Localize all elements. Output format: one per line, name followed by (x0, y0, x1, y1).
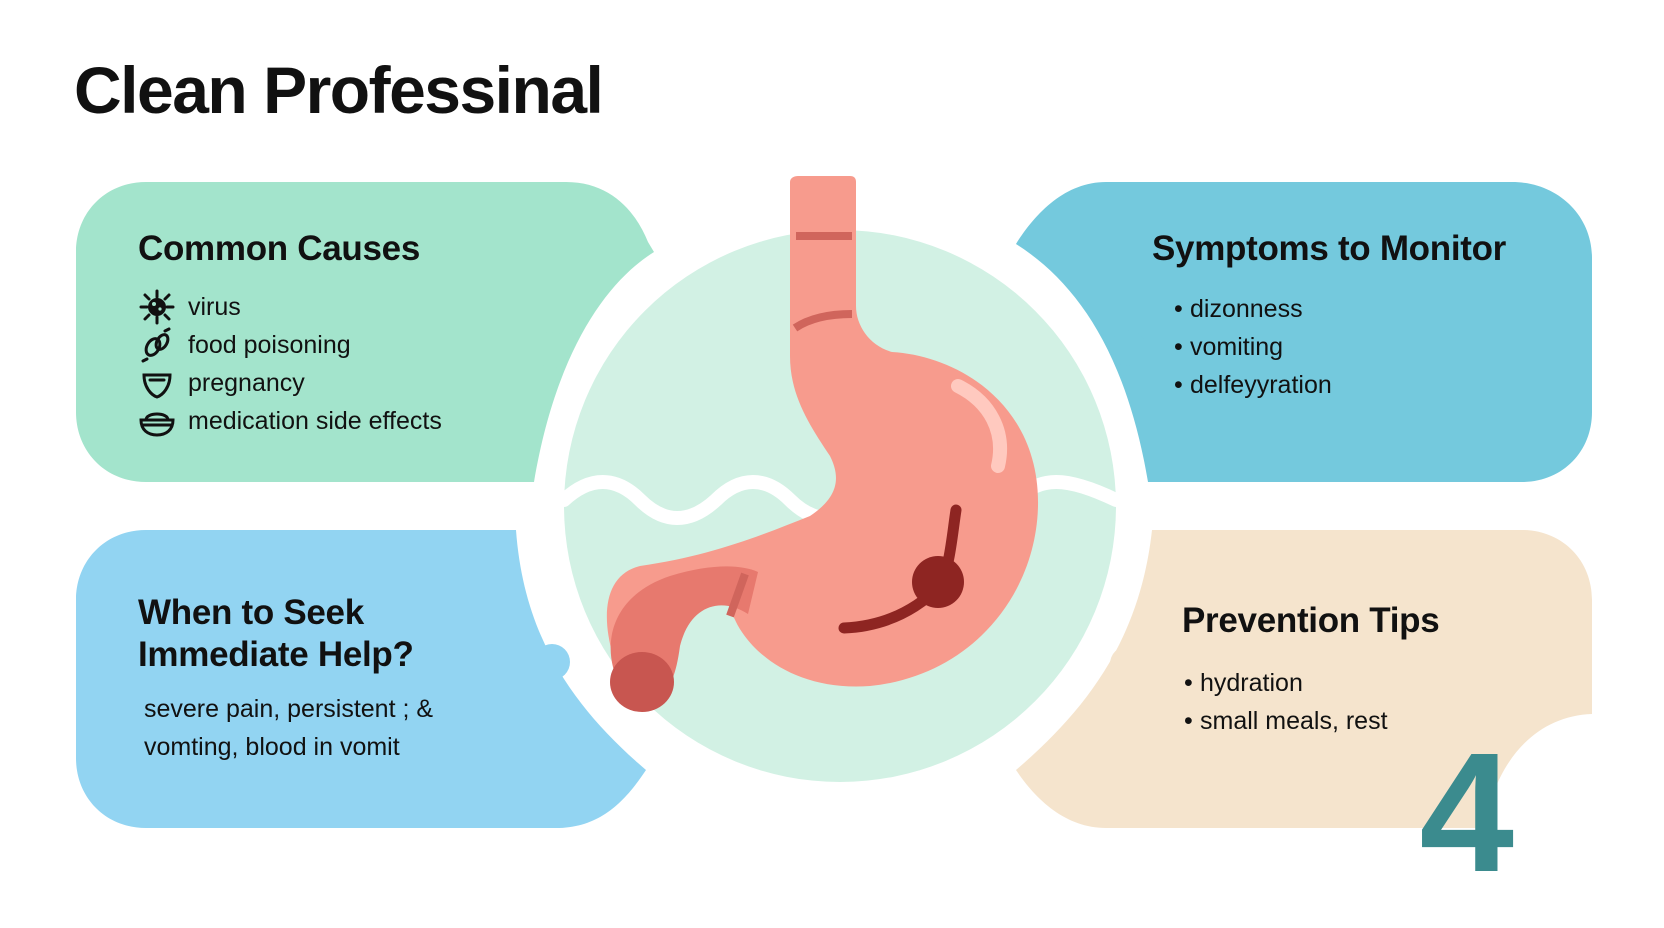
cause-label: food poisoning (188, 330, 351, 359)
cause-label: pregnancy (188, 368, 305, 397)
symptoms-panel-shape (1016, 182, 1592, 482)
stomach-illustration (540, 176, 1140, 811)
list-item: pregnancy (138, 364, 538, 402)
pregnancy-icon (138, 366, 176, 400)
prevention-title: Prevention Tips (1182, 601, 1440, 640)
pill-bowl-icon (138, 404, 176, 438)
symptoms-panel: Symptoms to Monitor •dizonness •vomiting… (1016, 182, 1592, 482)
list-item: food poisoning (138, 326, 538, 364)
help-text-line1: severe pain, persistent ; & (144, 695, 434, 723)
prevention-list: •hydration •small meals, rest (1182, 664, 1562, 740)
help-text-line2: vomting, blood in vomit (144, 733, 400, 761)
bacteria-icon (138, 327, 176, 363)
list-item: virus (138, 288, 538, 326)
causes-title: Common Causes (138, 229, 420, 268)
list-item: •small meals, rest (1184, 707, 1388, 735)
cause-label: virus (188, 292, 241, 321)
causes-panel-shape (76, 182, 654, 482)
list-item: medication side effects (138, 402, 538, 440)
help-title-line1: When to Seek (138, 593, 364, 632)
list-item: •vomiting (1174, 333, 1284, 361)
symptoms-list: •dizonness •vomiting •delfeyyration (1152, 290, 1572, 404)
cause-label: medication side effects (188, 406, 442, 435)
list-item: •delfeyyration (1174, 371, 1332, 399)
list-item: •hydration (1184, 669, 1303, 697)
help-panel: When to Seek Immediate Help? severe pain… (76, 530, 656, 828)
list-item: •dizonness (1174, 295, 1303, 323)
symptoms-title: Symptoms to Monitor (1152, 229, 1507, 268)
virus-icon (138, 289, 176, 325)
causes-list: virus food poisoning (138, 288, 538, 440)
help-title-line2: Immediate Help? (138, 635, 414, 674)
stomach-icon (606, 176, 1039, 712)
causes-panel: Common Causes virus (76, 182, 656, 482)
prevention-panel-shape (1016, 530, 1592, 828)
prevention-panel: Prevention Tips •hydration •small meals,… (1016, 530, 1592, 828)
page-title: Clean Professinal (74, 53, 604, 127)
help-panel-shape (76, 530, 646, 828)
step-number: 4 (1419, 718, 1514, 908)
